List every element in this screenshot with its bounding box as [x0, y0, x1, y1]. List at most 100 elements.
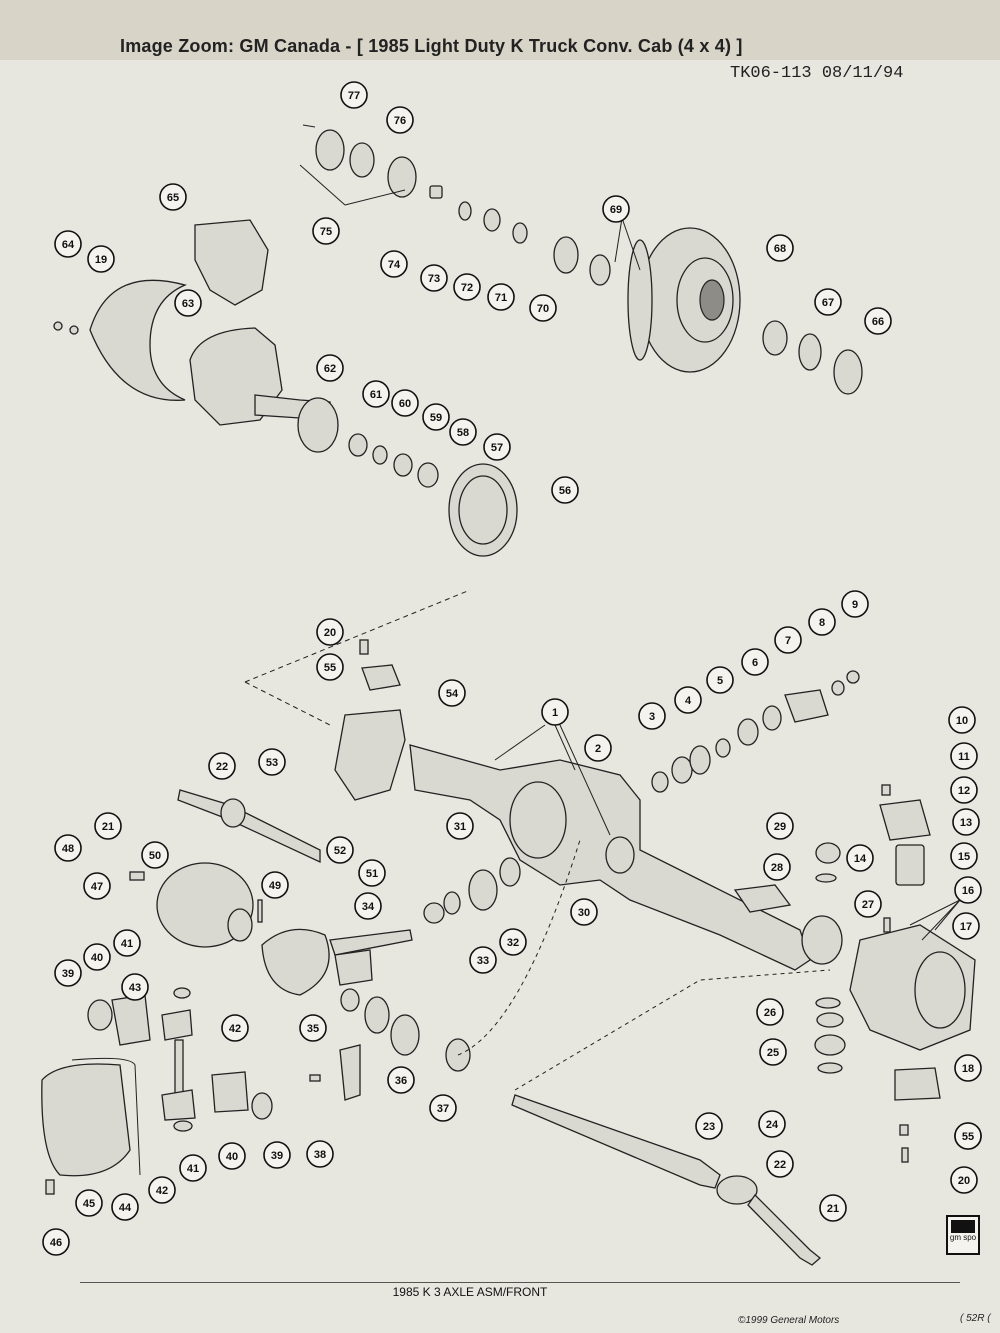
svg-text:25: 25: [767, 1047, 779, 1059]
svg-text:22: 22: [774, 1159, 786, 1171]
svg-text:19: 19: [95, 254, 107, 266]
callout-53: 53: [258, 748, 286, 776]
callout-70: 70: [529, 294, 557, 322]
callout-31: 31: [446, 812, 474, 840]
svg-text:13: 13: [960, 817, 972, 829]
svg-text:36: 36: [395, 1075, 407, 1087]
callout-37: 37: [429, 1094, 457, 1122]
svg-text:24: 24: [766, 1119, 779, 1131]
svg-text:51: 51: [366, 868, 378, 880]
svg-text:14: 14: [854, 853, 867, 865]
svg-text:76: 76: [394, 115, 406, 127]
callout-39: 39: [54, 959, 82, 987]
callout-4: 4: [674, 686, 702, 714]
callout-44: 44: [111, 1193, 139, 1221]
callout-42: 42: [221, 1014, 249, 1042]
callout-21: 21: [94, 812, 122, 840]
callout-28: 28: [763, 853, 791, 881]
callout-group: 1234567891011121314151617181920202021212…: [42, 81, 982, 1256]
diagram-caption: 1985 K 3 AXLE ASM/FRONT: [392, 1285, 548, 1299]
callout-32: 32: [499, 928, 527, 956]
callout-29: 29: [766, 812, 794, 840]
svg-text:16: 16: [962, 885, 974, 897]
svg-text:7: 7: [785, 635, 791, 647]
callout-22: 22: [766, 1150, 794, 1178]
svg-text:37: 37: [437, 1103, 449, 1115]
callout-40: 40: [218, 1142, 246, 1170]
callout-73: 73: [420, 264, 448, 292]
svg-text:28: 28: [771, 862, 783, 874]
callout-75: 75: [312, 217, 340, 245]
callout-55: 55: [316, 653, 344, 681]
svg-text:48: 48: [62, 843, 74, 855]
svg-text:57: 57: [491, 442, 503, 454]
callout-43: 43: [121, 973, 149, 1001]
callout-33: 33: [469, 946, 497, 974]
svg-text:45: 45: [83, 1198, 95, 1210]
svg-text:62: 62: [324, 363, 336, 375]
callout-39: 39: [263, 1141, 291, 1169]
callout-61: 61: [362, 380, 390, 408]
svg-text:47: 47: [91, 881, 103, 893]
callout-49: 49: [261, 871, 289, 899]
svg-text:40: 40: [91, 952, 103, 964]
callout-69: 69: [602, 195, 630, 223]
svg-text:34: 34: [362, 901, 375, 913]
svg-text:43: 43: [129, 982, 141, 994]
callout-58: 58: [449, 418, 477, 446]
copyright-text: ©1999 General Motors: [738, 1315, 840, 1326]
callout-57: 57: [483, 433, 511, 461]
svg-text:5: 5: [717, 675, 723, 687]
callout-56: 56: [551, 476, 579, 504]
svg-text:61: 61: [370, 389, 382, 401]
svg-text:68: 68: [774, 243, 786, 255]
diagram-code: TK06-113 08/11/94: [730, 64, 904, 83]
svg-text:42: 42: [156, 1185, 168, 1197]
callout-10: 10: [948, 706, 976, 734]
svg-text:64: 64: [62, 239, 75, 251]
callout-42: 42: [148, 1176, 176, 1204]
callout-18: 18: [954, 1054, 982, 1082]
callout-48: 48: [54, 834, 82, 862]
svg-text:21: 21: [827, 1203, 839, 1215]
callout-27: 27: [854, 890, 882, 918]
svg-text:11: 11: [958, 751, 970, 763]
callout-77: 77: [340, 81, 368, 109]
callout-59: 59: [422, 403, 450, 431]
callout-9: 9: [841, 590, 869, 618]
callout-20: 20: [316, 618, 344, 646]
svg-text:72: 72: [461, 282, 473, 294]
svg-text:33: 33: [477, 955, 489, 967]
callout-36: 36: [387, 1066, 415, 1094]
callout-40: 40: [83, 943, 111, 971]
svg-text:44: 44: [119, 1202, 132, 1214]
callout-67: 67: [814, 288, 842, 316]
svg-text:65: 65: [167, 192, 179, 204]
callout-51: 51: [358, 859, 386, 887]
svg-text:39: 39: [62, 968, 74, 980]
callout-16: 16: [954, 876, 982, 904]
svg-text:21: 21: [102, 821, 114, 833]
svg-text:50: 50: [149, 850, 161, 862]
svg-text:18: 18: [962, 1063, 974, 1075]
svg-text:77: 77: [348, 90, 360, 102]
callout-6: 6: [741, 648, 769, 676]
svg-text:42: 42: [229, 1023, 241, 1035]
callout-26: 26: [756, 998, 784, 1026]
svg-text:53: 53: [266, 757, 278, 769]
svg-text:6: 6: [752, 657, 758, 669]
svg-text:58: 58: [457, 427, 469, 439]
callout-62: 62: [316, 354, 344, 382]
svg-text:38: 38: [314, 1149, 326, 1161]
svg-text:41: 41: [187, 1163, 199, 1175]
svg-text:70: 70: [537, 303, 549, 315]
callout-8: 8: [808, 608, 836, 636]
svg-text:73: 73: [428, 273, 440, 285]
callout-68: 68: [766, 234, 794, 262]
callout-2: 2: [584, 734, 612, 762]
callout-64: 64: [54, 230, 82, 258]
callout-46: 46: [42, 1228, 70, 1256]
svg-text:54: 54: [446, 688, 459, 700]
